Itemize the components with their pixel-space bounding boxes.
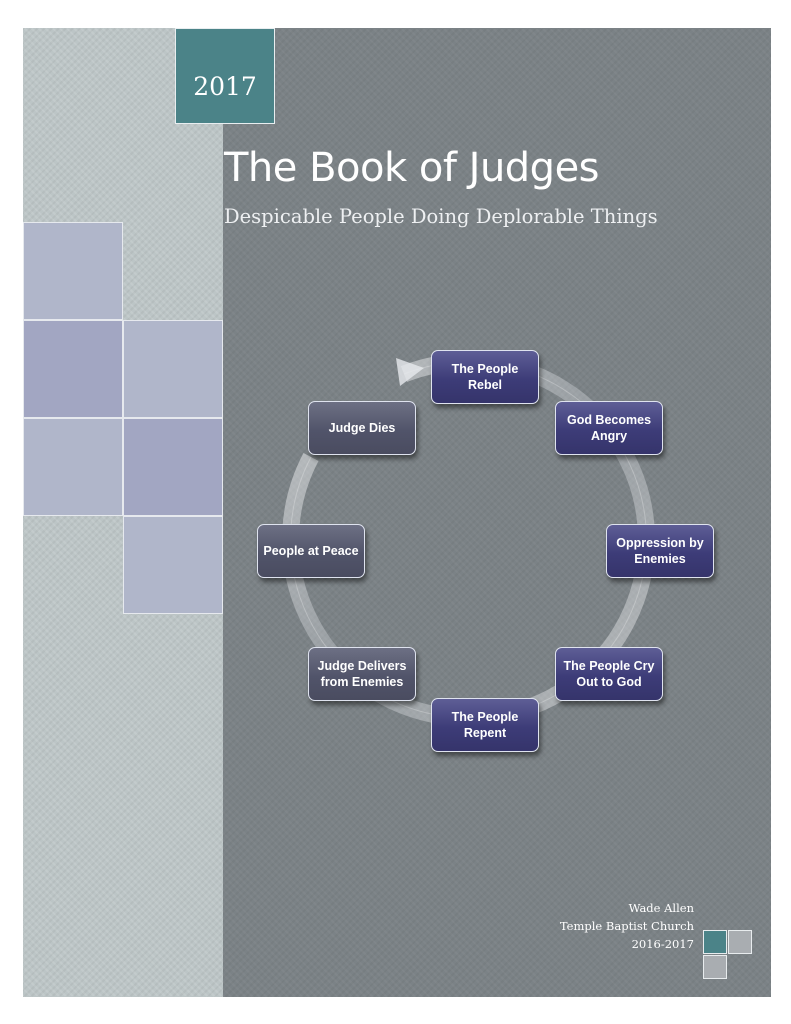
page-subtitle: Despicable People Doing Deplorable Thing… [224,205,658,228]
date-range: 2016-2017 [631,937,694,951]
year-text: 2017 [193,71,257,101]
cycle-node-label: The People Cry Out to God [563,659,655,689]
cycle-node-oppression-by-enemies: Oppression by Enemies [606,524,714,578]
cycle-arrowhead [396,358,424,386]
decor-square [123,418,223,516]
cycle-node-label: The People Repent [451,710,519,740]
cycle-node-judge-delivers: Judge Delivers from Enemies [308,647,416,701]
cycle-node-people-at-peace: People at Peace [257,524,365,578]
decor-square [23,222,123,320]
cycle-node-judge-dies: Judge Dies [308,401,416,455]
author-name: Wade Allen [628,901,694,915]
cycle-node-label: Oppression by Enemies [616,536,704,566]
cycle-node-the-people-cry-out: The People Cry Out to God [555,647,663,701]
cover-page: 2017 [23,28,771,997]
cycle-node-label: Judge Dies [328,421,396,435]
decor-square [123,516,223,614]
cycle-node-god-becomes-angry: God Becomes Angry [555,401,663,455]
logo-square-gray [728,930,752,954]
logo-square-teal [703,930,727,954]
page-title: The Book of Judges [224,145,600,191]
main-panel [223,28,771,997]
decor-square [123,320,223,418]
cycle-node-the-people-rebel: The People Rebel [431,350,539,404]
author-block: Wade Allen Temple Baptist Church 2016-20… [560,899,694,953]
cycle-node-label: The People Rebel [451,362,519,392]
decor-square [23,320,123,418]
cycle-node-the-people-repent: The People Repent [431,698,539,752]
cycle-node-label: Judge Delivers from Enemies [317,659,407,689]
year-badge: 2017 [175,28,275,124]
logo-square-gray [703,955,727,979]
cycle-node-label: God Becomes Angry [566,413,652,443]
church-name: Temple Baptist Church [559,919,694,933]
cycle-node-label: People at Peace [263,544,359,558]
decor-square [23,418,123,516]
